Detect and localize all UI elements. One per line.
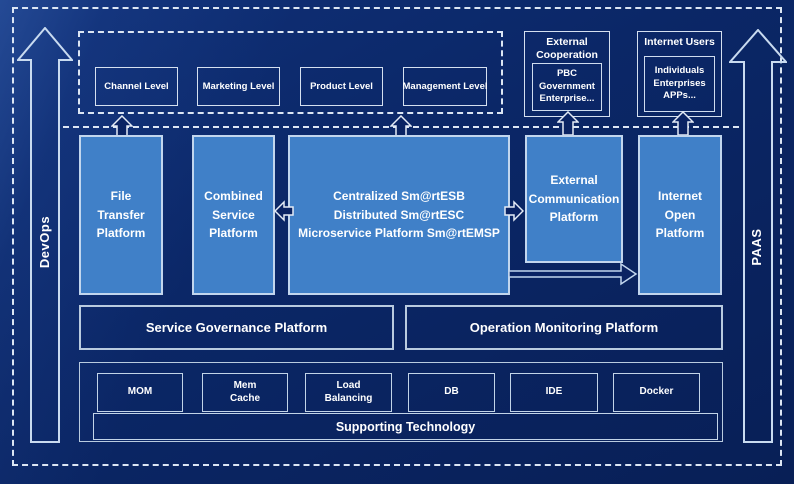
chip-load-balancing: Load Balancing (305, 373, 392, 412)
internet-open-platform-box: Internet Open Platform (638, 135, 722, 295)
up-arrow-icon (111, 115, 133, 137)
level-box-management: Management Level (403, 67, 488, 106)
central-esb-platform-box: Centralized Sm@rtESB Distributed Sm@rtES… (288, 135, 510, 295)
level-box-channel: Channel Level (95, 67, 178, 106)
long-right-arrow-icon (508, 262, 638, 286)
external-cooperation-box: External Cooperation PBC Government Ente… (524, 31, 610, 117)
level-box-marketing: Marketing Level (197, 67, 280, 106)
internet-users-inner-box: Individuals Enterprises APPs... (644, 56, 715, 112)
up-arrow-icon (390, 115, 412, 137)
internet-users-box: Internet Users Individuals Enterprises A… (637, 31, 722, 117)
external-communication-platform-box: External Communication Platform (525, 135, 623, 263)
external-cooperation-title: External Cooperation (536, 36, 598, 62)
paas-label: PAAS (749, 228, 764, 266)
chip-docker: Docker (613, 373, 700, 412)
devops-label: DevOps (37, 215, 52, 269)
right-arrow-icon (504, 200, 524, 222)
chip-db: DB (408, 373, 495, 412)
levels-group-frame (78, 31, 503, 114)
left-arrow-icon (274, 200, 294, 222)
chip-mom: MOM (97, 373, 183, 412)
combined-service-platform-box: Combined Service Platform (192, 135, 275, 295)
file-transfer-platform-box: File Transfer Platform (79, 135, 163, 295)
chip-ide: IDE (510, 373, 598, 412)
up-arrow-icon (672, 111, 694, 136)
level-box-product: Product Level (300, 67, 383, 106)
up-arrow-icon (557, 111, 579, 136)
chip-mem-cache: Mem Cache (202, 373, 288, 412)
supporting-technology-frame (79, 362, 723, 442)
supporting-technology-banner: Supporting Technology (93, 413, 718, 440)
service-governance-platform-box: Service Governance Platform (79, 305, 394, 350)
internet-users-title: Internet Users (644, 36, 715, 48)
external-cooperation-inner-box: PBC Government Enterprise... (532, 63, 602, 111)
operation-monitoring-platform-box: Operation Monitoring Platform (405, 305, 723, 350)
